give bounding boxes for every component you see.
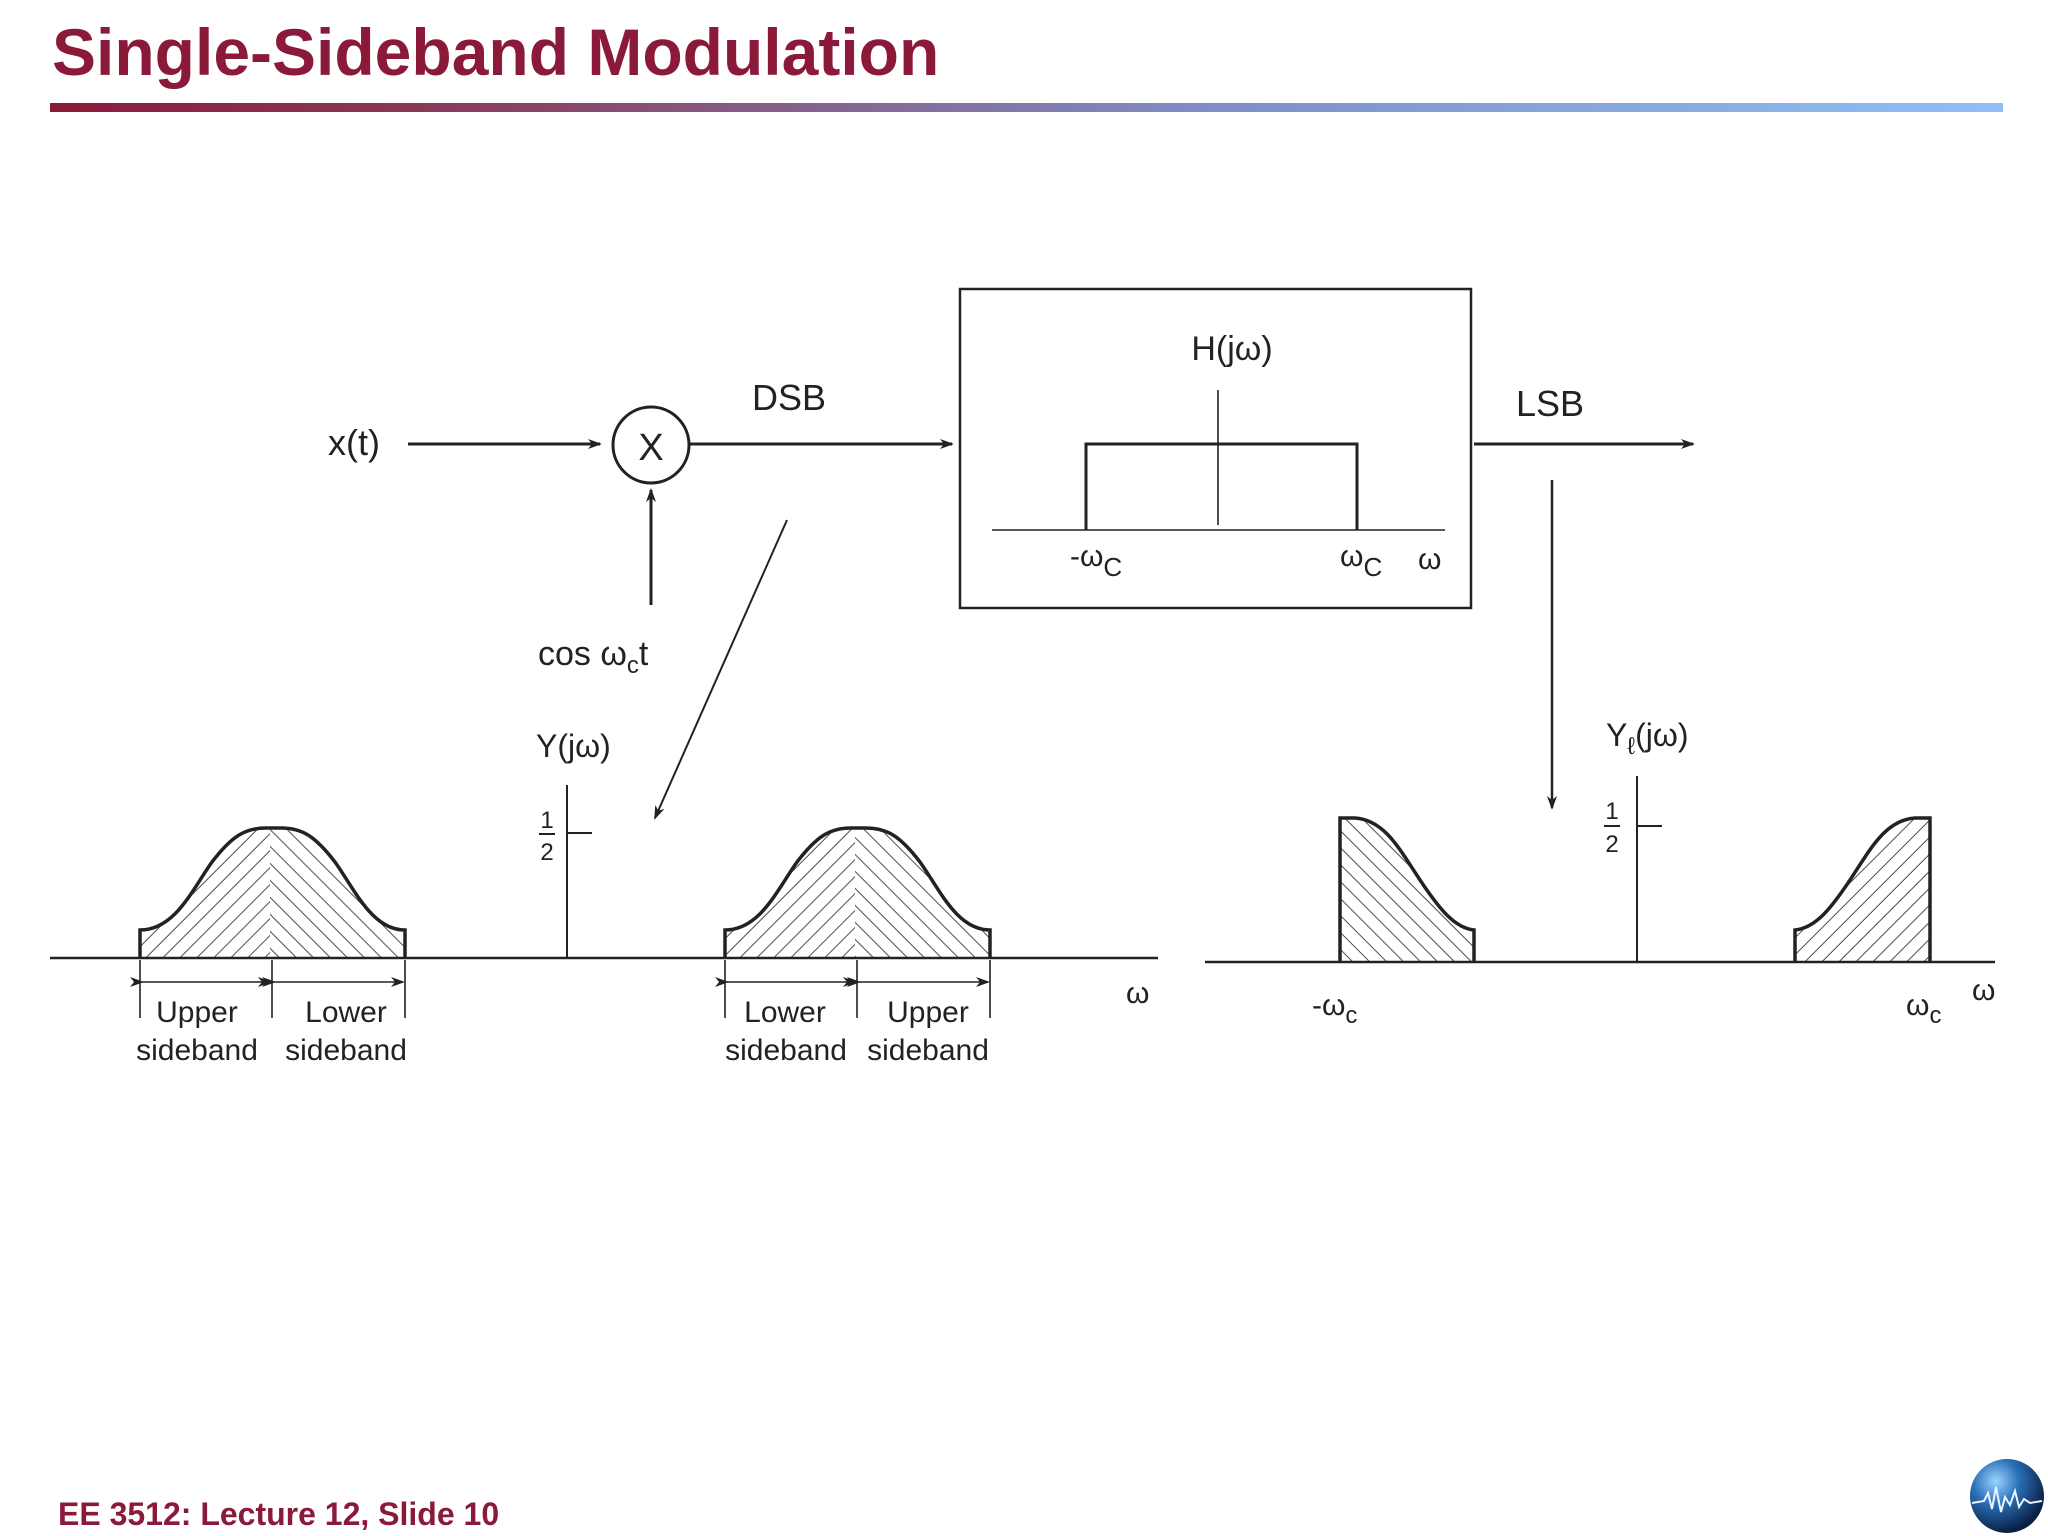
- lsb-right-lobe: [1793, 816, 1932, 962]
- filter-frame: [958, 287, 1473, 610]
- dsb-left-lower-label-2: sideband: [285, 1034, 407, 1067]
- title-rule: [50, 103, 2003, 112]
- slide-title: Single-Sideband Modulation: [52, 15, 940, 89]
- lsb-half-denominator: 2: [1605, 831, 1618, 858]
- lsb-label: LSB: [1516, 383, 1584, 424]
- filter-pos-cutoff: ωC: [1340, 540, 1382, 582]
- dsb-right-lower-label: Lower: [744, 996, 826, 1029]
- lsb-left-lobe-outline: [1338, 816, 1476, 962]
- multiplier-symbol: X: [638, 427, 663, 469]
- lsb-pos-carrier: ωc: [1906, 989, 1941, 1029]
- dsb-left-lobe-outline: [138, 826, 407, 958]
- filter-axis-label: ω: [1418, 543, 1441, 576]
- lsb-right-lobe-outline: [1793, 816, 1932, 962]
- dsb-right-lobe-outline: [723, 826, 992, 958]
- input-label: x(t): [328, 422, 380, 463]
- dsb-right-lower-label-2: sideband: [725, 1034, 847, 1067]
- filter-box: H(jω) -ωC ωC ω: [958, 287, 1473, 610]
- dsb-half-numerator: 1: [540, 807, 553, 834]
- filter-neg-cutoff: -ωC: [1070, 540, 1122, 582]
- dsb-left-upper-label: Upper: [156, 996, 238, 1029]
- dsb-spectrum: Y(jω) 1 2 ω Upper: [50, 728, 1158, 1067]
- dsb-left-lobe: [138, 826, 407, 958]
- dsb-ylabel: Y(jω): [536, 728, 611, 764]
- dsb-sideband-markers: [130, 960, 991, 1018]
- dsb-label: DSB: [752, 377, 826, 418]
- dsb-right-upper-label: Upper: [887, 996, 969, 1029]
- lsb-left-lobe: [1338, 816, 1476, 962]
- lsb-half-numerator: 1: [1605, 798, 1618, 825]
- filter-label: H(jω): [1191, 330, 1272, 368]
- dsb-left-lower-label: Lower: [305, 996, 387, 1029]
- lsb-ylabel: Yℓ(jω): [1606, 717, 1689, 760]
- block-diagram: x(t) X cos ωct DSB H(jω) -ωC ωC ω LSB: [328, 287, 1695, 820]
- dsb-left-upper-label-2: sideband: [136, 1034, 258, 1067]
- lsb-neg-carrier: -ωc: [1312, 989, 1357, 1029]
- lsb-axis-label: ω: [1972, 974, 1995, 1007]
- filter-passband: [1084, 442, 1359, 530]
- dsb-spectrum-pointer: [654, 519, 788, 820]
- dsb-axis-label: ω: [1126, 977, 1149, 1010]
- dsb-half-denominator: 2: [540, 839, 553, 866]
- slide-footer: EE 3512: Lecture 12, Slide 10: [58, 1496, 500, 1532]
- dsb-right-upper-label-2: sideband: [867, 1034, 989, 1067]
- multiplier-circle: [611, 405, 691, 485]
- dsb-right-lobe: [723, 826, 992, 958]
- globe-logo: [1970, 1459, 2044, 1533]
- lsb-spectrum: Yℓ(jω) 1 2 -ωc ωc ω: [1205, 717, 1995, 1029]
- carrier-label: cos ωct: [538, 635, 649, 679]
